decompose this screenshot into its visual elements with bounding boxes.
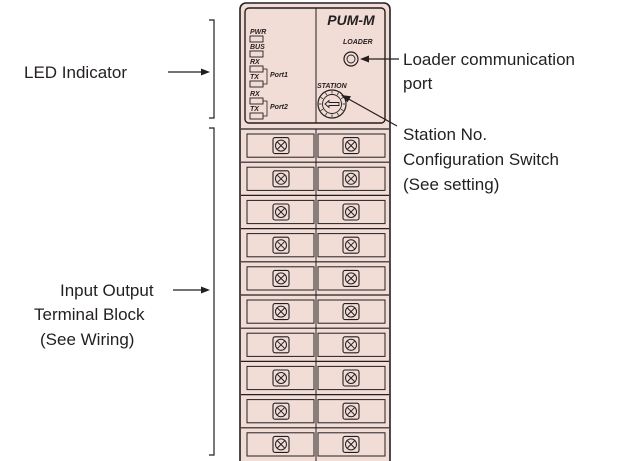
- terminal-row: [241, 261, 389, 291]
- screw-slot: [277, 141, 285, 150]
- led-label-tx2: TX: [250, 106, 260, 113]
- terminal-row: [241, 360, 389, 391]
- screw-slot: [277, 440, 285, 449]
- screw-slot: [347, 340, 355, 349]
- screw-slot: [277, 374, 285, 382]
- port1-bracket: [263, 68, 268, 85]
- led-rx1: [249, 65, 264, 73]
- led-pwr: [249, 35, 264, 43]
- led-rx2: [249, 97, 264, 105]
- screw-slot: [277, 340, 285, 349]
- terminal-row: [241, 194, 389, 225]
- port2-bracket: [263, 100, 268, 117]
- port1-label: Port1: [270, 72, 288, 79]
- station-arrow-head-icon: [341, 95, 351, 103]
- station-dial-arrow-icon: [324, 99, 340, 109]
- station-label: STATION: [317, 83, 348, 90]
- screw-slot: [347, 241, 355, 250]
- screw-slot: [347, 208, 355, 216]
- led-bracket: [209, 19, 215, 119]
- terminal-row: [241, 294, 389, 324]
- screw-slot: [277, 307, 285, 316]
- screw-slot: [277, 274, 285, 283]
- terminal-row: [241, 427, 389, 457]
- led-label-rx1: RX: [250, 59, 261, 66]
- screw-slot: [347, 407, 355, 416]
- led-indicator-group: PWR BUS RX TX Port1 RX TX Port2: [249, 29, 288, 120]
- screw-slot: [277, 241, 285, 250]
- terminal-row: [241, 161, 389, 191]
- screw-slot: [347, 274, 355, 283]
- loader-callout-line1: Loader communication: [403, 50, 575, 69]
- front-panel: [244, 7, 386, 124]
- screw-slot: [347, 440, 355, 449]
- model-name: PUM-M: [327, 12, 375, 28]
- led-tx1: [249, 80, 264, 88]
- screw-slot: [347, 141, 355, 150]
- led-arrow-head-icon: [201, 68, 210, 76]
- station-callout-line1: Station No.: [403, 125, 487, 144]
- loader-callout-line2: port: [403, 74, 433, 93]
- loader-callout: Loader communication port: [360, 50, 575, 93]
- station-callout-line3: (See setting): [403, 175, 499, 194]
- led-bus: [249, 50, 264, 58]
- station-callout-line2: Configuration Switch: [403, 150, 559, 169]
- led-label-tx1: TX: [250, 74, 260, 81]
- led-label-rx2: RX: [250, 91, 261, 98]
- terminal-block: [241, 128, 389, 461]
- station-dial-ticks: [319, 91, 345, 117]
- led-callout: LED Indicator: [24, 19, 215, 119]
- screw-slot: [347, 307, 355, 316]
- loader-label: LOADER: [343, 39, 373, 46]
- station-switch[interactable]: [317, 89, 347, 119]
- terminal-bracket: [209, 127, 215, 456]
- port2-label: Port2: [270, 104, 288, 111]
- screw-slot: [347, 174, 355, 183]
- terminal-callout-line1: Input Output: [60, 281, 154, 300]
- terminal-row: [241, 394, 389, 424]
- loader-arrow-head-icon: [360, 55, 369, 63]
- screw-slot: [277, 407, 285, 416]
- terminal-callout-line3: (See Wiring): [40, 330, 134, 349]
- led-callout-text: LED Indicator: [24, 63, 127, 82]
- screw-slot: [277, 174, 285, 183]
- led-label-bus: BUS: [250, 44, 265, 51]
- screw-slot: [347, 374, 355, 382]
- station-callout: Station No. Configuration Switch (See se…: [341, 95, 559, 194]
- terminal-arrow-head-icon: [201, 286, 210, 294]
- led-label-pwr: PWR: [250, 29, 266, 36]
- module-body: PUM-M PWR BUS RX TX Port1 RX TX Port2 LO…: [239, 2, 391, 461]
- terminal-callout-line2: Terminal Block: [34, 305, 145, 324]
- terminal-row: [241, 128, 389, 158]
- terminal-callout: Input Output Terminal Block (See Wiring): [34, 127, 215, 456]
- terminal-row: [241, 327, 389, 357]
- led-tx2: [249, 112, 264, 120]
- loader-port-inner: [346, 54, 356, 64]
- screw-slot: [277, 208, 285, 216]
- terminal-row: [241, 228, 389, 258]
- station-arrow-line: [344, 96, 398, 127]
